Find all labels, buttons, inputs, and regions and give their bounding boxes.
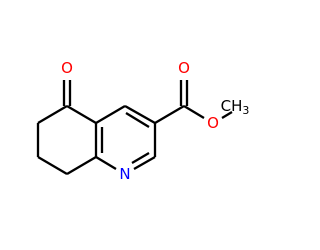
- bond-ccarbonyl-olink: [183, 105, 205, 119]
- bond-c2-n1: [133, 156, 156, 170]
- ester-link-oxygen-label: O: [207, 114, 219, 132]
- ester-carbonyl-oxygen-label: O: [178, 59, 190, 77]
- bond-c8-c8a: [66, 156, 97, 175]
- bond-c5-c6: [37, 105, 68, 124]
- bond-n1-c8a: [95, 156, 117, 170]
- ester-bonds: [154, 80, 233, 124]
- bond-c4a-c4: [95, 105, 126, 124]
- molecule-structure: O O O N CH3: [36, 59, 249, 183]
- bond-c3-ccarbonyl: [154, 105, 185, 124]
- bond-olink-methyl: [221, 111, 233, 119]
- pyridine-ring-bonds: [94, 104, 157, 170]
- ketone-double-bond: [62, 80, 72, 106]
- bond-c4-c3: [124, 104, 156, 125]
- saturated-ring-bonds: [36, 105, 97, 175]
- ketone-oxygen-label: O: [61, 59, 73, 77]
- bond-c4-c3-inner: [125, 112, 150, 128]
- atom-labels: O O O N CH3: [61, 59, 249, 183]
- bond-c7-c8: [37, 156, 68, 175]
- bond-c5-c4a: [66, 105, 97, 124]
- nitrogen-label: N: [119, 165, 130, 183]
- bond-c2-n1-inner: [131, 152, 150, 164]
- methyl-label: CH3: [221, 97, 250, 117]
